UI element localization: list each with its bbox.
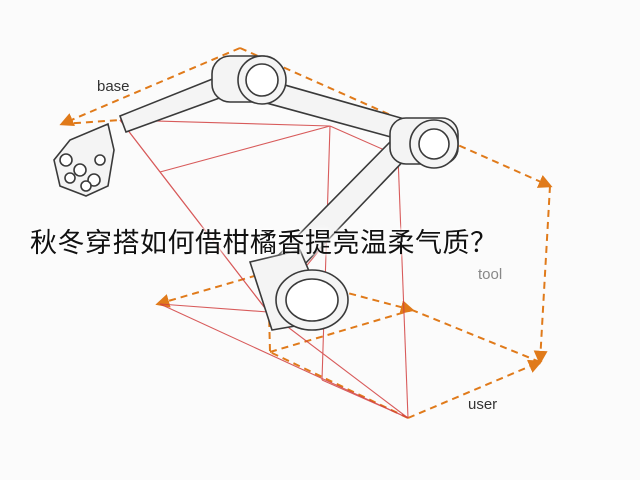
base-axis-short <box>61 119 121 125</box>
lower-joint <box>248 249 349 331</box>
tool-axis-left <box>155 271 269 308</box>
elbow-joint <box>389 117 459 169</box>
gripper <box>53 122 115 197</box>
tool-plane-edge <box>269 309 413 353</box>
tool-label: tool <box>478 266 502 283</box>
base-axis-left <box>59 47 241 127</box>
side-axis <box>533 185 551 365</box>
user-label: user <box>468 396 497 413</box>
headline-caption: 秋冬穿搭如何借柑橘香提亮温柔气质？ <box>30 228 498 259</box>
user-axis-back <box>411 309 541 363</box>
side-frame <box>533 185 551 365</box>
robot-arm <box>53 55 459 331</box>
shoulder-joint <box>211 55 287 105</box>
base-label: base <box>97 78 130 95</box>
